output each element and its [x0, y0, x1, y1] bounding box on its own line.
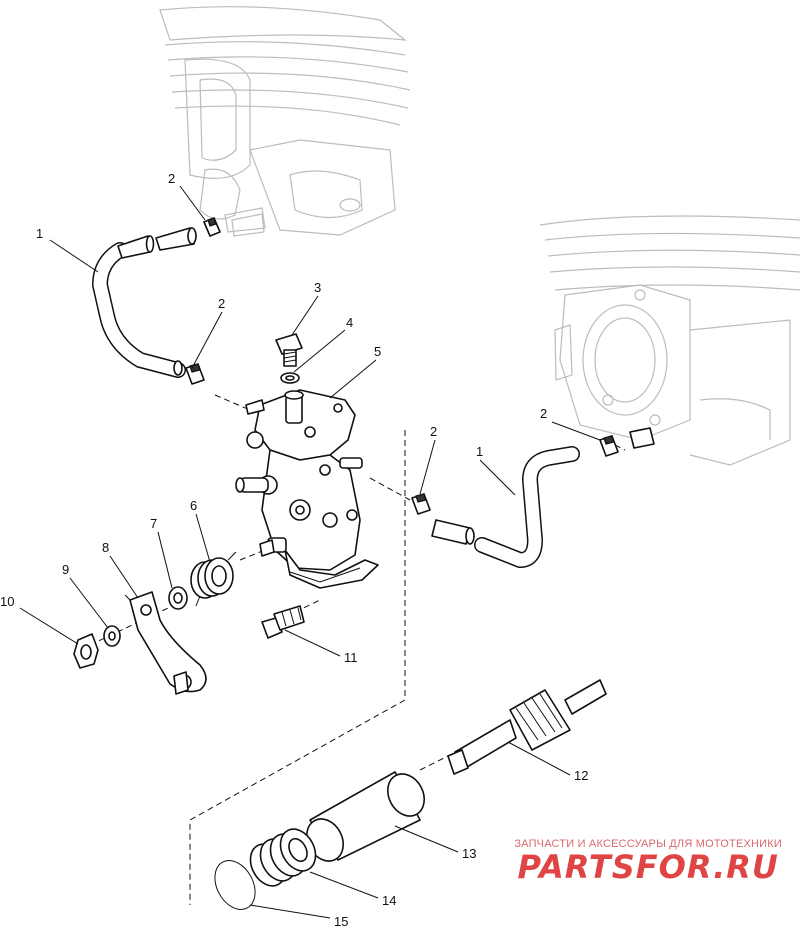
coil-spring: [249, 828, 317, 887]
hose-left: [91, 227, 197, 378]
callout-12: 12: [574, 768, 588, 783]
callout-1-right: 1: [476, 444, 483, 459]
clamp-pump-right: [411, 493, 431, 515]
callout-4: 4: [346, 315, 353, 330]
callout-2-pump: 2: [430, 424, 437, 439]
callout-13: 13: [462, 846, 476, 861]
sealing-washer: [280, 372, 300, 384]
callout-2-top: 2: [168, 171, 175, 186]
callout-6: 6: [190, 498, 197, 513]
thrust-washer: [168, 586, 188, 610]
callout-3: 3: [314, 280, 321, 295]
callout-11: 11: [344, 650, 358, 665]
clamp-engine-right: [599, 427, 655, 457]
watermark-brand-logo: PARTSFOR.RU: [517, 848, 779, 886]
guide-line-right-clamp: [614, 444, 626, 451]
banjo-bolt: [275, 333, 303, 367]
watermark-caption: ЗАПЧАСТИ И АКСЕССУАРЫ ДЛЯ МОТОТЕХНИКИ: [514, 838, 782, 850]
clamp-top-left: [203, 213, 265, 237]
hex-nut: [73, 633, 99, 669]
callout-5: 5: [374, 344, 381, 359]
lock-washer: [103, 625, 121, 647]
engine-cylinder-top-ghost: [159, 6, 411, 236]
pump-lever: [124, 591, 207, 695]
callout-labels: 1 1 2 2 2 2 3 4 5 6 7 8 9 10 11 12 13 14…: [0, 171, 588, 929]
return-spring: [190, 551, 237, 607]
callout-7: 7: [150, 516, 157, 531]
callout-8: 8: [102, 540, 109, 555]
callout-1-left: 1: [36, 226, 43, 241]
circlip: [214, 860, 256, 910]
guide-line-fitting-left: [214, 394, 251, 411]
watermark: ЗАПЧАСТИ И АКСЕССУАРЫ ДЛЯ МОТОТЕХНИКИ PA…: [514, 838, 782, 884]
mounting-bolt: [261, 605, 305, 639]
guide-line-fitting-right: [369, 477, 411, 501]
oil-pump: [235, 389, 379, 589]
clamp-mid-left: [185, 363, 205, 385]
hose-right: [431, 446, 580, 569]
callout-9: 9: [62, 562, 69, 577]
callout-2-mid: 2: [218, 296, 225, 311]
guide-line-gear-shaft: [419, 754, 451, 771]
callout-14: 14: [382, 893, 396, 908]
guide-line-shaft: [189, 430, 406, 905]
callout-2-right: 2: [540, 406, 547, 421]
drive-gear-shaft: [447, 679, 607, 775]
leader-lines: [19, 185, 601, 919]
callout-10: 10: [0, 594, 14, 609]
callout-15: 15: [334, 914, 348, 929]
engine-cylinder-right-ghost: [539, 215, 800, 466]
shaft-sleeve: [305, 771, 426, 862]
